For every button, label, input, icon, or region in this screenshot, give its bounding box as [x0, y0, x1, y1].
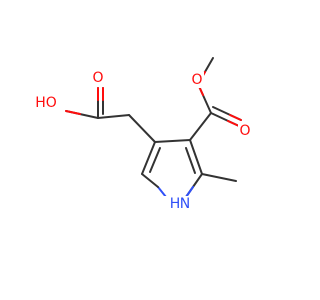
bond-c3ring-ester-c: [189, 112, 212, 141]
bond-n-c5ring: [141, 173, 159, 188]
bond-c2ring-methyl: [201, 173, 237, 182]
bond-c1-c2: [128, 114, 156, 143]
molecule-diagram: O HO O O N H: [32, 57, 252, 212]
bond-ester-c-o-double-b-o: [229, 114, 242, 121]
label-bg-ho: [32, 95, 60, 111]
atom-nh-h: H: [170, 196, 181, 212]
bond-c2-c3: [97, 114, 130, 119]
label-bg-nh: [163, 196, 191, 212]
bond-c3ring-c2ring: [189, 139, 203, 175]
atom-hydroxyl: HO: [35, 95, 57, 111]
bond-ester-c-o-double-a-o: [227, 120, 240, 127]
atom-o-ester: O: [191, 72, 202, 88]
bond-c5ring-c4: [141, 141, 156, 175]
atom-o-carbonyl-acid: O: [92, 70, 103, 86]
label-bg-o-acid: [91, 70, 105, 86]
bond-c2ring-n-n: [185, 186, 194, 198]
label-bg-o-ester-single: [190, 72, 204, 88]
bond-c5ring-c4-double: [149, 147, 161, 173]
label-bg-o-ester-double: [238, 123, 252, 139]
atom-labels: O HO O O N H: [32, 70, 252, 212]
atom-o-carbonyl-ester: O: [239, 123, 250, 139]
bond-n-c5ring-n: [157, 186, 167, 198]
bond-c3-oh-o: [65, 110, 81, 115]
bond-c4-c3ring: [154, 139, 191, 143]
structure-canvas: O HO O O N H: [32, 57, 252, 212]
bond-c3ring-c2ring-double: [185, 147, 196, 174]
bonds: [65, 57, 242, 198]
atom-nh-n: N: [180, 196, 190, 212]
